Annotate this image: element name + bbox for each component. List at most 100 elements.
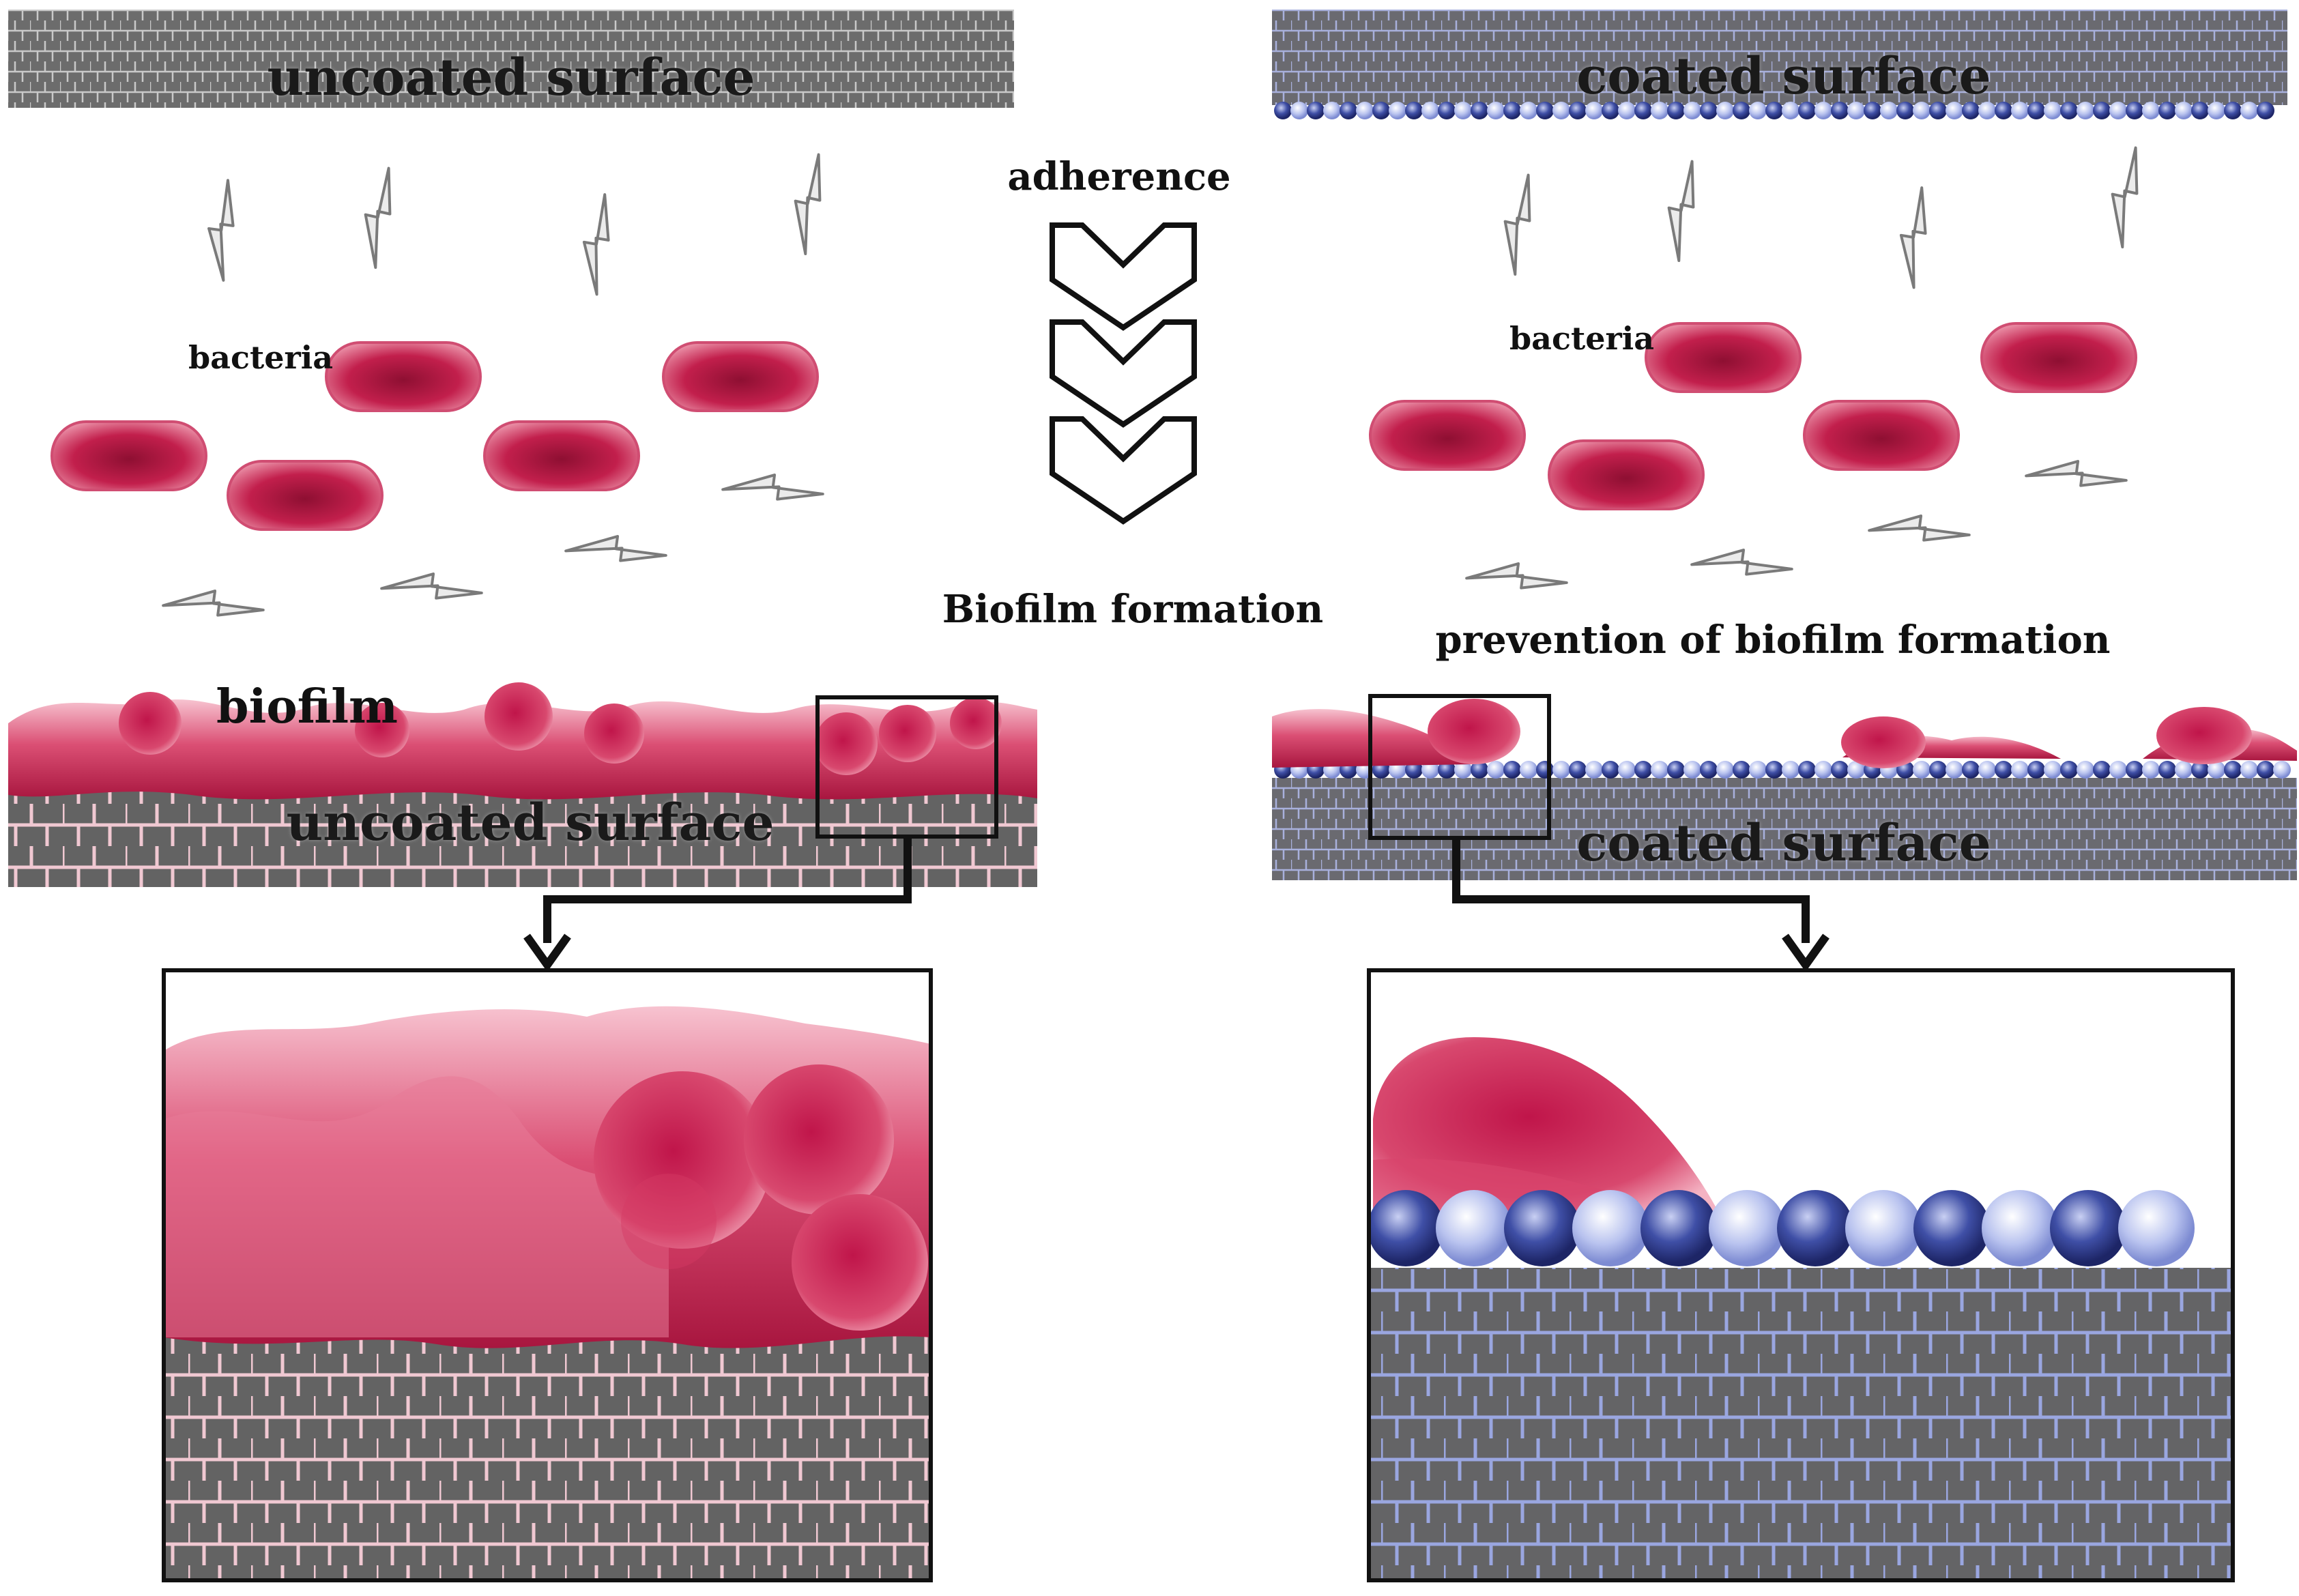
coating-sphere [2027, 102, 2045, 119]
coating-sphere [1831, 761, 1849, 779]
coating-sphere [1572, 1190, 1649, 1266]
coating-sphere [1709, 1190, 1785, 1266]
bacteria-label-left: bacteria [188, 339, 334, 376]
down-arrow-icon [523, 933, 571, 972]
coating-sphere [1995, 761, 2012, 779]
coating-sphere [2257, 761, 2274, 779]
bacterium [483, 420, 640, 491]
coating-sphere [1978, 761, 1996, 779]
coating-sphere [1995, 102, 2012, 119]
coating-sphere [1946, 761, 1963, 779]
coating-sphere [1503, 761, 1521, 779]
uncoated-surface-bottom-label: uncoated surface [286, 794, 775, 852]
coating-sphere [2208, 761, 2225, 779]
lightning-bolt-icon [1649, 159, 1721, 263]
coating-sphere [1896, 102, 1914, 119]
coating-sphere [1929, 102, 1947, 119]
coating-sphere [1847, 761, 1865, 779]
coating-sphere [2240, 761, 2258, 779]
lightning-bolt-icon [775, 152, 848, 256]
lightning-bolt-icon [2025, 445, 2128, 510]
chevron-down-arrow-icon [1052, 419, 1194, 521]
coating-sphere [1864, 102, 1881, 119]
down-arrow-icon [1782, 933, 1830, 972]
coating-sphere [1389, 102, 1406, 119]
coating-sphere [1667, 102, 1685, 119]
coated-surface-top-label: coated surface [1576, 47, 1991, 106]
coating-sphere [2191, 761, 2209, 779]
coating-sphere [2093, 761, 2111, 779]
coating-sphere [2142, 102, 2160, 119]
prevention-label: prevention of biofilm formation [1435, 618, 2111, 663]
coating-sphere [1552, 102, 1570, 119]
lightning-bolt-icon [345, 166, 418, 270]
bacterium [1548, 439, 1705, 510]
coating-sphere [1733, 102, 1750, 119]
coating-sphere [2077, 102, 2094, 119]
bacterium [1803, 400, 1960, 471]
coating-sphere [1585, 102, 1603, 119]
lightning-bolt-icon [2092, 145, 2165, 249]
coating-sphere [1438, 761, 1456, 779]
coating-sphere [1845, 1190, 1922, 1266]
sparse-biofilm [1272, 699, 2297, 768]
coating-sphere [2257, 102, 2274, 119]
coating-sphere [1962, 761, 1980, 779]
lightning-bolt-icon [564, 520, 668, 585]
coating-sphere [1274, 102, 1292, 119]
lightning-bolt-icon [721, 459, 825, 524]
coating-sphere [1634, 102, 1652, 119]
coating-sphere [2060, 761, 2078, 779]
coating-sphere [1683, 761, 1701, 779]
coating-sphere [1847, 102, 1865, 119]
lightning-bolt-icon [1690, 534, 1794, 599]
coating-sphere [1634, 761, 1652, 779]
coating-sphere [2158, 102, 2176, 119]
uncoated-surface-top [8, 10, 1014, 108]
lightning-bolt-icon [1868, 499, 1971, 565]
coating-sphere [1798, 761, 1816, 779]
magnified-coated-view [1368, 970, 2233, 1580]
coating-sphere [2109, 102, 2127, 119]
coating-sphere [1487, 761, 1505, 779]
coating-sphere [1700, 102, 1718, 119]
bacterium [325, 341, 482, 412]
coating-sphere [1782, 102, 1799, 119]
uncoated-surface-top-label: uncoated surface [267, 48, 755, 107]
coating-layer-top [1274, 102, 2274, 119]
coating-sphere [1618, 761, 1636, 779]
coating-sphere [1946, 102, 1963, 119]
coating-sphere [1602, 761, 1619, 779]
coating-sphere [1552, 761, 1570, 779]
bacterium [50, 420, 207, 491]
bacterium [1369, 400, 1526, 471]
coating-sphere [1454, 102, 1472, 119]
coating-sphere [2027, 761, 2045, 779]
coating-sphere [1520, 102, 1537, 119]
lightning-bolt-icon [380, 557, 484, 623]
coating-sphere [1421, 761, 1439, 779]
coating-sphere [2191, 102, 2209, 119]
magnified-uncoated-view [164, 970, 931, 1580]
coating-sphere [2142, 761, 2160, 779]
lightning-bolt-icon [566, 192, 635, 296]
coating-sphere [2118, 1190, 2195, 1266]
coating-sphere [2224, 102, 2242, 119]
coating-sphere [1438, 102, 1456, 119]
coating-sphere [1777, 1190, 1853, 1266]
lightning-bolt-icon [162, 575, 265, 640]
coating-sphere [2050, 1190, 2126, 1266]
coating-sphere [1368, 1190, 1444, 1266]
coating-sphere [2011, 102, 2029, 119]
coating-sphere [2273, 761, 2291, 779]
coating-sphere [1978, 102, 1996, 119]
coating-sphere [1569, 102, 1587, 119]
coating-sphere [1814, 761, 1832, 779]
coating-sphere [1356, 102, 1374, 119]
coating-sphere [2044, 102, 2062, 119]
coating-sphere [1962, 102, 1980, 119]
coating-sphere [1536, 102, 1554, 119]
coating-sphere [1814, 102, 1832, 119]
coating-sphere [2044, 761, 2062, 779]
